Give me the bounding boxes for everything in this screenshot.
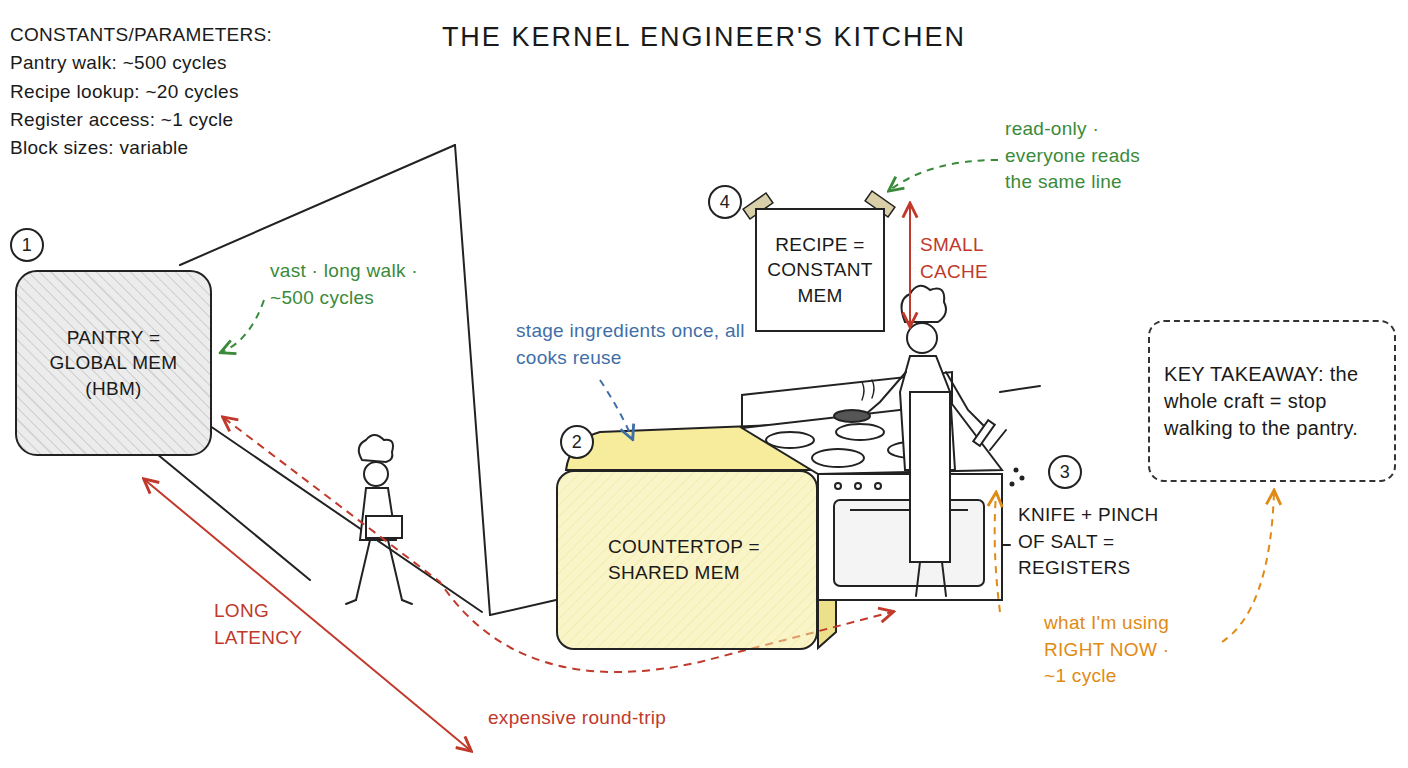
parameter-text: Block sizes: variable: [10, 135, 340, 162]
parameter-text: Register access: ~1 cycle: [10, 107, 340, 134]
callout-number: 3: [1048, 455, 1082, 489]
takeaway-box: KEY TAKEAWAY: the whole craft = stop wal…: [1148, 320, 1396, 482]
leader-line: [1222, 492, 1274, 642]
cook-at-stove: [834, 286, 1024, 596]
round-trip-arrow: [224, 418, 892, 672]
memory-box: COUNTERTOP = SHARED MEM: [556, 470, 818, 650]
leader-line: [995, 494, 1000, 612]
callout-number: 2: [560, 425, 594, 459]
annotation: SMALL CACHE: [920, 232, 1000, 285]
walking-cook: [346, 435, 412, 604]
recipe-card: RECIPE = CONSTANT MEM: [755, 208, 885, 332]
latency-arrow: [145, 480, 470, 750]
annotation: read-only · everyone reads the same line: [1005, 116, 1170, 196]
annotation: expensive round-trip: [488, 705, 738, 732]
node-text: COUNTERTOP = SHARED MEM: [608, 534, 804, 585]
callout-number: 4: [708, 185, 742, 219]
size-arrow: [909, 205, 911, 325]
leader-line: [222, 300, 264, 352]
node-text: PANTRY = GLOBAL MEM (HBM): [27, 325, 200, 402]
callout-number: 1: [10, 228, 44, 262]
parameter-text: Pantry walk: ~500 cycles: [10, 50, 340, 77]
parameter-text: Recipe lookup: ~20 cycles: [10, 79, 340, 106]
node-text: RECIPE = CONSTANT MEM: [763, 232, 877, 309]
annotation: stage ingredients once, all cooks reuse: [516, 318, 776, 371]
node-text: KEY TAKEAWAY: the whole craft = stop wal…: [1164, 361, 1380, 442]
annotation: LONG LATENCY: [214, 598, 314, 651]
annotation: what I'm using RIGHT NOW · ~1 cycle: [1044, 610, 1194, 690]
parameter-text: CONSTANTS/PARAMETERS:: [10, 22, 340, 49]
annotation: vast · long walk · ~500 cycles: [270, 258, 430, 311]
leader-line: [890, 160, 998, 190]
memory-box: PANTRY = GLOBAL MEM (HBM): [15, 270, 212, 456]
register-label: KNIFE + PINCH OF SALT = REGISTERS: [1018, 502, 1183, 582]
leader-line: [600, 380, 632, 438]
